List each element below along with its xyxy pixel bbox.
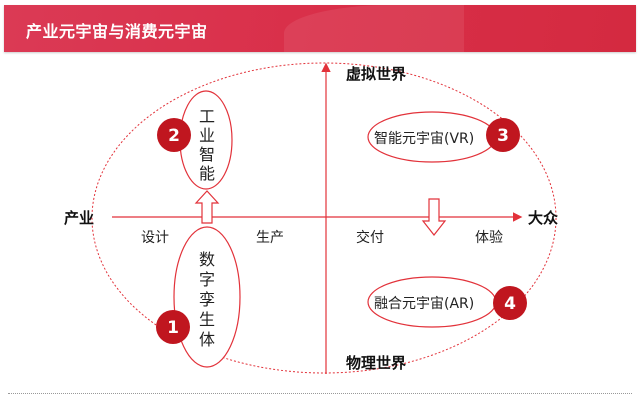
label-char: 体 xyxy=(199,330,215,349)
digital-twin-label: 数 字 孪 生 体 xyxy=(199,250,215,349)
industrial-intelligence-label: 工 业 智 能 xyxy=(199,107,215,183)
label-char: 业 xyxy=(199,126,215,145)
label-char: 能 xyxy=(199,164,215,183)
digital-twin-ellipse xyxy=(173,226,241,368)
footer-divider xyxy=(8,393,632,394)
svg-text:3: 3 xyxy=(497,126,509,146)
up-arrow-icon xyxy=(194,190,220,224)
label-char: 工 xyxy=(199,107,215,126)
vr-label: 智能元宇宙(VR) xyxy=(374,131,474,147)
badge-4: 4 xyxy=(493,286,527,320)
title-bar: 产业元宇宙与消费元宇宙 xyxy=(4,5,636,52)
stage-delivery: 交付 xyxy=(356,229,384,246)
header-decoration xyxy=(284,5,464,52)
axis-label-virtual-world: 虚拟世界 xyxy=(346,65,406,83)
label-char: 数 xyxy=(199,250,215,269)
axis-label-public: 大众 xyxy=(528,209,558,227)
ar-label: 融合元宇宙(AR) xyxy=(374,296,474,312)
badge-2: 2 xyxy=(157,118,191,152)
stage-experience: 体验 xyxy=(475,230,503,246)
label-char: 智 xyxy=(199,145,215,164)
svg-text:1: 1 xyxy=(167,318,179,338)
badge-3: 3 xyxy=(486,118,520,152)
stage-production: 生产 xyxy=(256,230,284,246)
stage-design: 设计 xyxy=(141,230,169,246)
svg-text:2: 2 xyxy=(168,126,180,146)
page-title: 产业元宇宙与消费元宇宙 xyxy=(26,22,208,41)
axis-label-physical-world: 物理世界 xyxy=(346,354,406,372)
axis-label-industry: 产业 xyxy=(64,209,94,227)
label-char: 字 xyxy=(199,270,215,289)
badge-1: 1 xyxy=(156,310,190,344)
svg-text:4: 4 xyxy=(504,294,516,314)
label-char: 生 xyxy=(199,310,215,329)
down-arrow-icon xyxy=(421,198,447,236)
label-char: 孪 xyxy=(199,290,215,309)
